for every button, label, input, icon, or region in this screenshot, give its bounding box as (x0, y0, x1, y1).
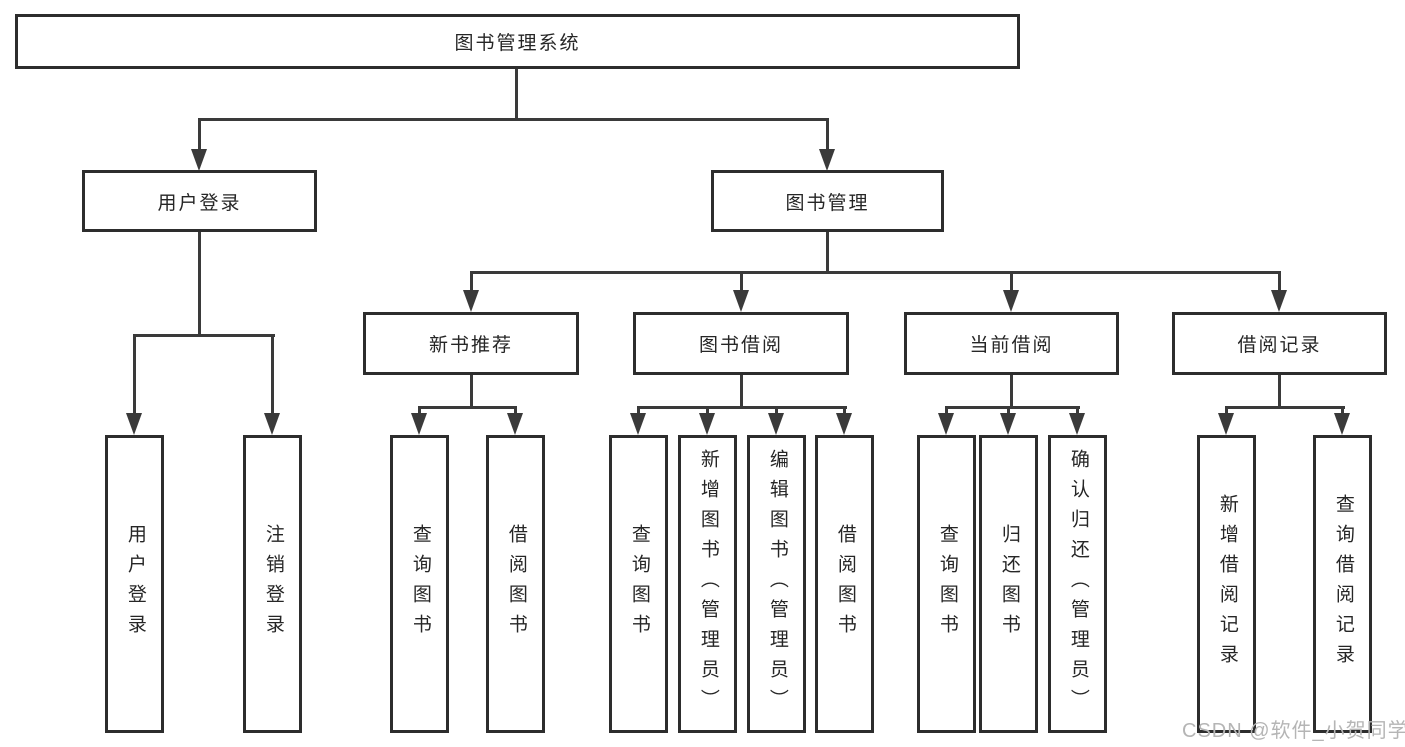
arrow-down-icon (819, 149, 835, 171)
arrow-down-icon (1271, 290, 1287, 312)
connector-line (1278, 375, 1281, 408)
leaf-label: 借阅图书 (834, 524, 856, 644)
leaf-label: 注销登录 (262, 524, 284, 644)
leaf-label: 查询借阅记录 (1332, 494, 1354, 674)
connector-line (740, 271, 743, 293)
leaf-logout: 注销登录 (243, 435, 302, 733)
connector-line (1225, 406, 1345, 409)
arrow-down-icon (411, 413, 427, 435)
leaf-query-books-current: 查询图书 (917, 435, 976, 733)
connector-line (1010, 271, 1013, 293)
node-book-management: 图书管理 (711, 170, 944, 232)
connector-line (515, 69, 518, 118)
csdn-watermark: CSDN @软件_小贺同学 (1182, 720, 1405, 742)
arrow-down-icon (836, 413, 852, 435)
leaf-query-borrow-record: 查询借阅记录 (1313, 435, 1372, 733)
arrow-down-icon (264, 413, 280, 435)
node-book-borrow: 图书借阅 (633, 312, 849, 375)
leaf-label: 归还图书 (998, 524, 1020, 644)
arrow-down-icon (733, 290, 749, 312)
leaf-label: 新增借阅记录 (1216, 494, 1238, 674)
arrow-down-icon (768, 413, 784, 435)
connector-line (133, 334, 136, 414)
leaf-label: 新增图书（管理员） (697, 449, 719, 719)
connector-line (418, 406, 517, 409)
leaf-label: 用户登录 (124, 524, 146, 644)
connector-line (945, 406, 948, 418)
arrow-down-icon (1000, 413, 1016, 435)
connector-line (1007, 406, 1010, 418)
leaf-label: 编辑图书（管理员） (766, 449, 788, 719)
connector-line (775, 406, 778, 418)
arrow-down-icon (630, 413, 646, 435)
connector-line (470, 271, 473, 293)
leaf-label: 查询图书 (409, 524, 431, 644)
leaf-edit-book-admin: 编辑图书（管理员） (747, 435, 806, 733)
node-label: 借阅记录 (1237, 335, 1322, 356)
node-label: 用户登录 (157, 192, 242, 214)
arrow-down-icon (126, 413, 142, 435)
leaf-label: 借阅图书 (505, 524, 527, 644)
node-borrow-records: 借阅记录 (1172, 312, 1387, 375)
connector-line (1010, 375, 1013, 408)
connector-line (198, 118, 201, 154)
leaf-label: 查询图书 (628, 524, 650, 644)
node-label: 新书推荐 (428, 335, 513, 356)
arrow-down-icon (1218, 413, 1234, 435)
node-label: 图书借阅 (698, 335, 783, 356)
connector-line (637, 406, 847, 409)
connector-line (1076, 406, 1079, 418)
connector-line (470, 271, 1281, 274)
arrow-down-icon (463, 290, 479, 312)
connector-line (1341, 406, 1344, 418)
leaf-query-books-borrow: 查询图书 (609, 435, 668, 733)
leaf-add-borrow-record: 新增借阅记录 (1197, 435, 1256, 733)
connector-line (843, 406, 846, 418)
leaf-user-login: 用户登录 (105, 435, 164, 733)
leaf-borrow-books-recommend: 借阅图书 (486, 435, 545, 733)
node-current-borrow: 当前借阅 (904, 312, 1119, 375)
connector-line (198, 232, 201, 335)
arrow-down-icon (938, 413, 954, 435)
arrow-down-icon (507, 413, 523, 435)
connector-line (740, 375, 743, 408)
node-label: 当前借阅 (969, 335, 1054, 356)
connector-line (637, 406, 640, 418)
leaf-return-books: 归还图书 (979, 435, 1038, 733)
arrow-down-icon (191, 149, 207, 171)
connector-line (470, 375, 473, 408)
node-new-book-recommend: 新书推荐 (363, 312, 579, 375)
arrow-down-icon (1069, 413, 1085, 435)
leaf-confirm-return-admin: 确认归还（管理员） (1048, 435, 1107, 733)
node-user-login: 用户登录 (82, 170, 317, 232)
connector-line (1278, 271, 1281, 293)
connector-line (826, 118, 829, 154)
leaf-query-books-recommend: 查询图书 (390, 435, 449, 733)
arrow-down-icon (1003, 290, 1019, 312)
arrow-down-icon (1334, 413, 1350, 435)
node-label: 图书管理 (785, 192, 870, 214)
connector-line (271, 334, 274, 414)
connector-line (1225, 406, 1228, 418)
node-label: 图书管理系统 (454, 33, 581, 54)
connector-line (945, 406, 1080, 409)
leaf-label: 查询图书 (936, 524, 958, 644)
leaf-label: 确认归还（管理员） (1067, 449, 1089, 719)
node-root-library-system: 图书管理系统 (15, 14, 1020, 69)
connector-line (198, 118, 829, 121)
connector-line (418, 406, 421, 418)
connector-line (133, 334, 275, 337)
connector-line (706, 406, 709, 418)
leaf-add-book-admin: 新增图书（管理员） (678, 435, 737, 733)
connector-line (514, 406, 517, 418)
arrow-down-icon (699, 413, 715, 435)
leaf-borrow-books: 借阅图书 (815, 435, 874, 733)
connector-line (826, 232, 829, 273)
